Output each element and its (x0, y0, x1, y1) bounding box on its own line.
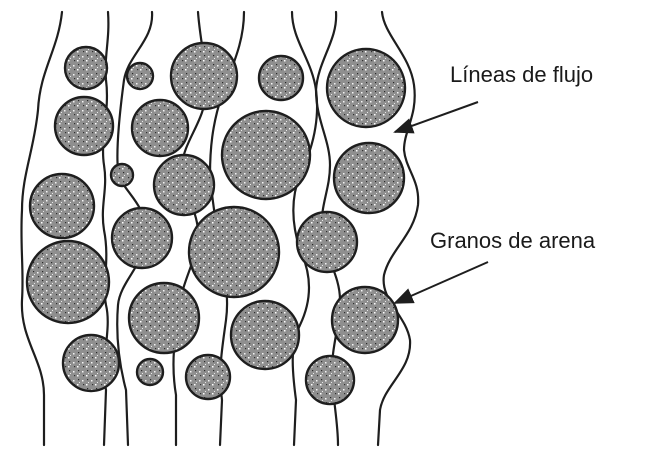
sand-grain (112, 208, 172, 268)
sand-grain (127, 63, 153, 89)
sand-grain (132, 100, 188, 156)
flow-lines-arrow (395, 102, 478, 132)
sand-grain (334, 143, 404, 213)
sand-grain (332, 287, 398, 353)
annotation-flow-lines: Líneas de flujo (395, 62, 593, 132)
sand-grain (137, 359, 163, 385)
sand-grain (327, 49, 405, 127)
sand-grain (30, 174, 94, 238)
sand-grain (63, 335, 119, 391)
sand-grain (222, 111, 310, 199)
sand-grain (129, 283, 199, 353)
sand-grain (55, 97, 113, 155)
sand-grain (306, 356, 354, 404)
sand-grain (231, 301, 299, 369)
sand-grains (27, 43, 405, 404)
sand-grain (154, 155, 214, 215)
sand-grains-label: Granos de arena (430, 228, 596, 253)
annotation-sand-grains: Granos de arena (395, 228, 596, 303)
sand-grain (189, 207, 279, 297)
sand-grain (65, 47, 107, 89)
sand-grain (186, 355, 230, 399)
sand-grain (27, 241, 109, 323)
sand-grains-arrow (395, 262, 488, 303)
sand-grain (171, 43, 237, 109)
sand-grain (297, 212, 357, 272)
sand-grain (111, 164, 133, 186)
sand-grain (259, 56, 303, 100)
flow-lines-label: Líneas de flujo (450, 62, 593, 87)
